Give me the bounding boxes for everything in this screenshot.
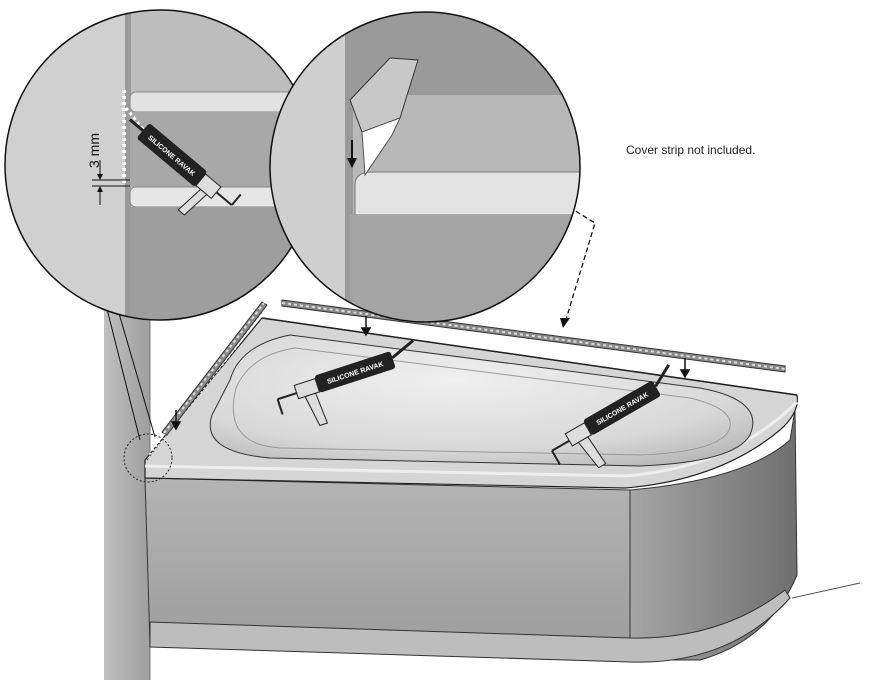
corner-highlight-circle [123,433,173,483]
tub-basin-inner-line [232,347,731,456]
detail-callout-right [269,11,581,323]
callout-leader-right [117,309,156,438]
floor-line [791,582,861,599]
rim-back-edge [261,317,798,396]
arrow-down-icon [170,316,691,431]
dimension-label: 3 mm [86,133,102,168]
leader-dashed [391,97,596,324]
tub-plinth [149,589,791,663]
cover-strip-left [161,301,268,436]
cover-strip-note: Cover strip not included. [626,143,756,157]
detail-callout-left: SILICONE RAVAK 3 mm [4,9,316,321]
leader-arrowhead-bottom [560,318,570,328]
callout-leader-left [105,304,141,441]
left-wall [104,300,150,680]
cover-strip-back-hatch [281,302,786,370]
